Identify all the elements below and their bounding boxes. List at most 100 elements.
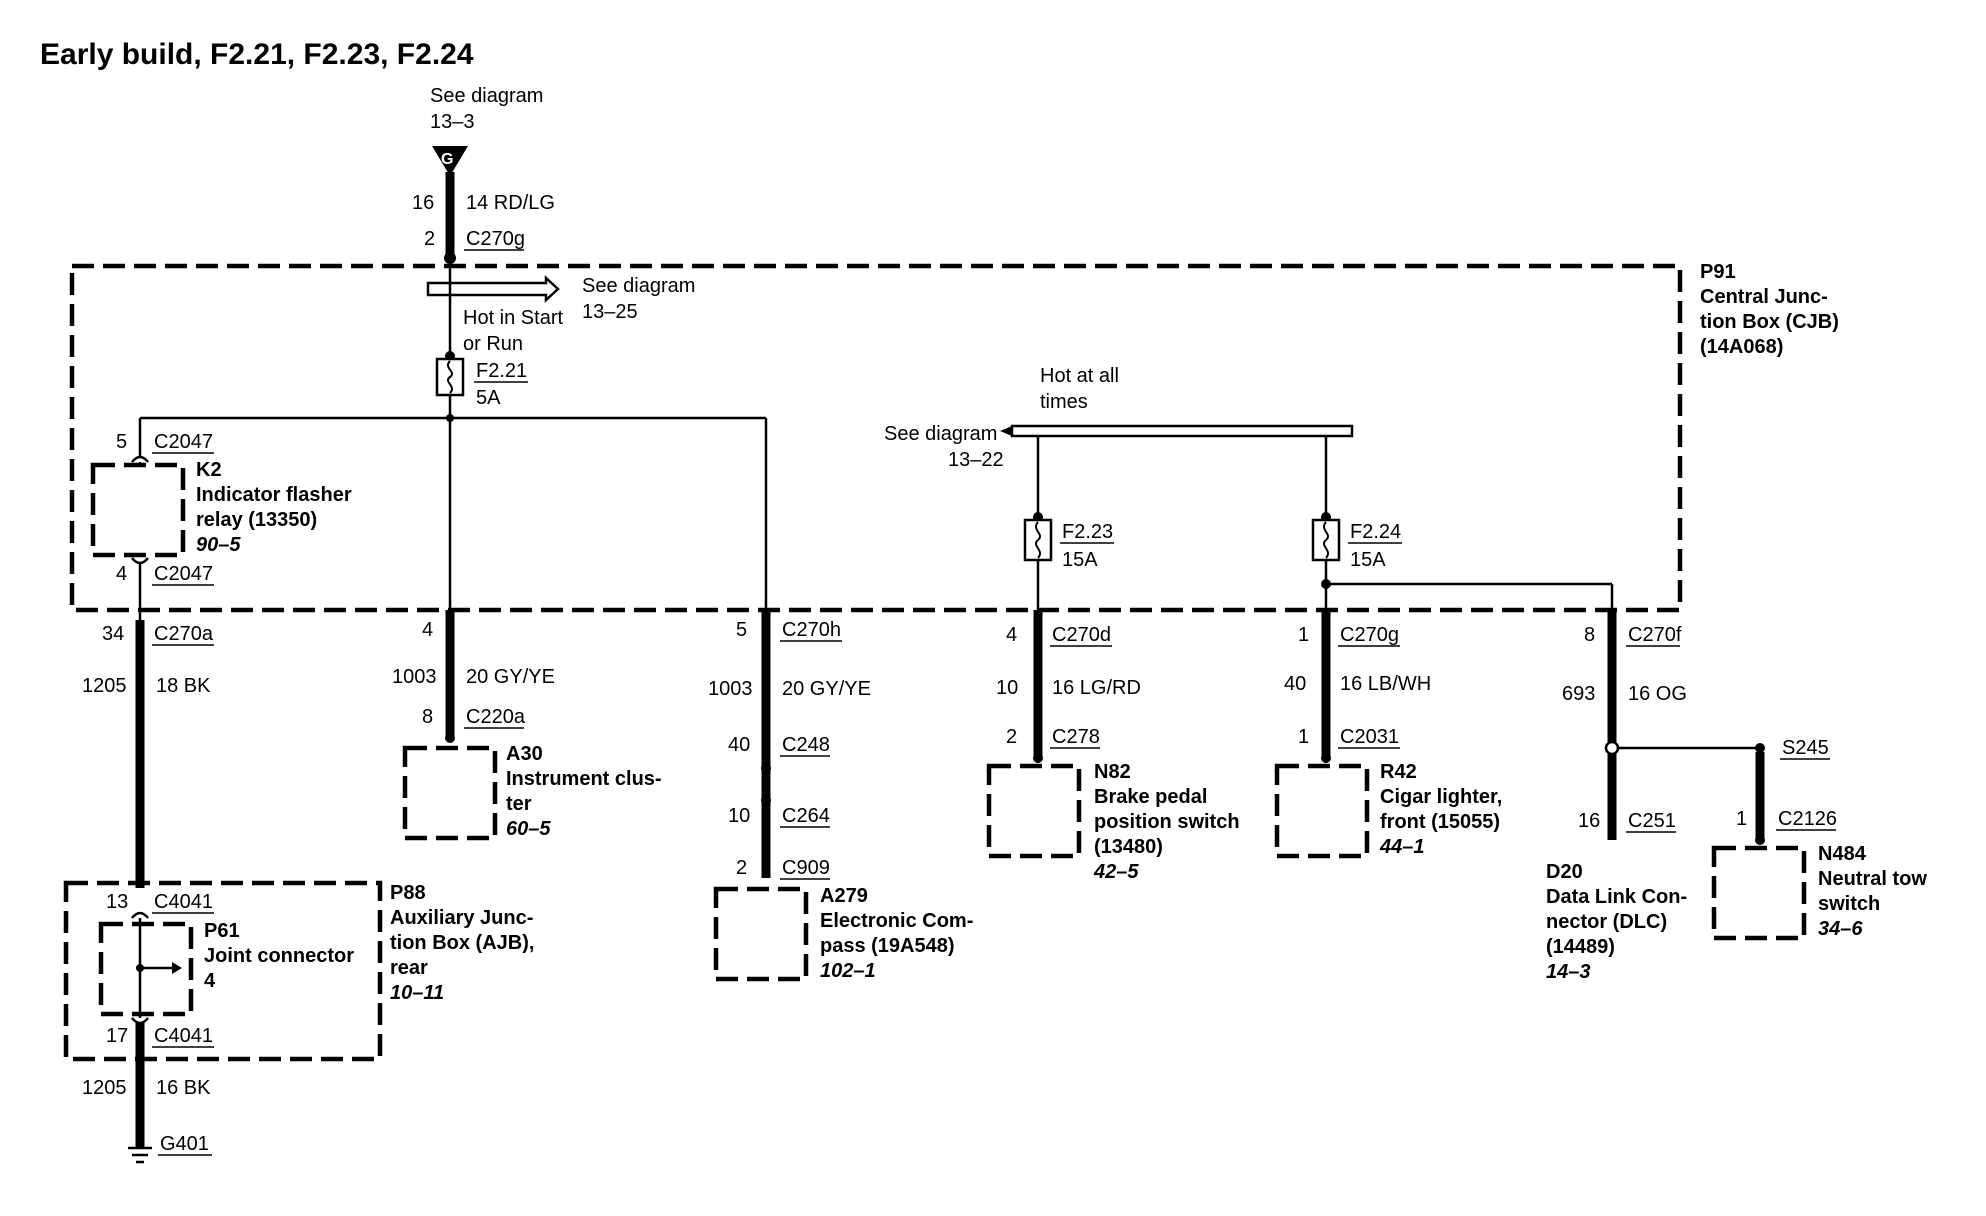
a279-pin-top: 5 [736,619,747,641]
cjb-part: (14A068) [1700,336,1783,358]
a279-pin-c264: 10 [728,805,750,827]
r42-ref: 44–1 [1379,836,1425,858]
wire-14-rd-lg-label: 14 RD/LG [466,192,555,214]
bus-hot-all-times [1010,424,1354,438]
k2-conn-bot: C2047 [154,563,213,585]
see-diagram-top: See diagram [430,85,543,107]
r42-name-1: Cigar lighter, [1380,786,1502,808]
a30-name-1: Instrument clus- [506,768,662,790]
n484-pin: 1 [1736,808,1747,830]
fuse-f2-24-rating: 15A [1350,549,1386,571]
a279-conn-c248: C248 [782,734,830,756]
a279-conn-c909: C909 [782,857,830,879]
d20-wire: 16 OG [1628,683,1687,705]
r42-cigar-lighter [1274,763,1370,859]
n484-ref: 34–6 [1818,918,1863,940]
p88-pin-13: 13 [106,891,128,913]
n82-name-2: position switch [1094,811,1240,833]
n82-brake-pedal-switch [986,763,1082,859]
ground-wire: 16 BK [156,1077,211,1099]
see-diagram-13-25: See diagram [582,275,695,297]
d20-pin-top: 8 [1584,624,1595,646]
hot-start-run-2: or Run [463,333,523,355]
a279-name-1: Electronic Com- [820,910,973,932]
d20-conn: C251 [1628,810,1676,832]
k2-ref: 90–5 [196,534,241,556]
pin-2-label: 2 [424,228,435,250]
n82-name-1: Brake pedal [1094,786,1207,808]
a279-electronic-compass [713,886,809,982]
a279-ref: 102–1 [820,960,876,982]
k2-name-1: Indicator flasher [196,484,352,506]
n82-pin: 2 [1006,726,1017,748]
d20-name-2: nector (DLC) [1546,911,1667,933]
a30-wire: 20 GY/YE [466,666,555,688]
p88-name-3: rear [390,957,428,979]
a30-id: A30 [506,743,543,765]
cjb-name-1: Central Junc- [1700,286,1828,308]
p88-conn-bot: C4041 [154,1025,213,1047]
p88-name-1: Auxiliary Junc- [390,907,533,929]
a279-name-2: pass (19A548) [820,935,955,957]
n484-conn: C2126 [1778,808,1837,830]
k2-relay-box [90,462,186,558]
r42-wire: 16 LB/WH [1340,673,1431,695]
a30-pin-top: 4 [422,619,433,641]
see-diagram-13-25-ref: 13–25 [582,301,638,323]
n82-ref: 42–5 [1093,861,1139,883]
n82-conn-top: C270d [1052,624,1111,646]
hot-all-times-1: Hot at all [1040,365,1119,387]
s245-id: S245 [1782,737,1829,759]
k2-name-2: relay (13350) [196,509,317,531]
cjb-id: P91 [1700,261,1736,283]
p88-name-2: tion Box (AJB), [390,932,534,954]
cjb-outline [69,263,1683,613]
d20-conn-top: C270f [1628,624,1682,646]
pin-34: 34 [102,623,124,645]
a30-circuit: 1003 [392,666,437,688]
see-diagram-13-22: See diagram [884,423,997,445]
n82-conn: C278 [1052,726,1100,748]
a279-pin-c248: 40 [728,734,750,756]
n484-name-2: switch [1818,893,1880,915]
hot-all-times-2: times [1040,391,1088,413]
n484-name-1: Neutral tow [1818,868,1927,890]
wire-18-bk: 18 BK [156,675,211,697]
p61-id: P61 [204,920,240,942]
n484-id: N484 [1818,843,1867,865]
r42-pin-top: 1 [1298,624,1309,646]
a279-conn-top: C270h [782,619,841,641]
fuse-f2-23-rating: 15A [1062,549,1098,571]
p88-pin-17: 17 [106,1025,128,1047]
d20-name-1: Data Link Con- [1546,886,1687,908]
a279-id: A279 [820,885,868,907]
power-source-g-label: G [441,151,453,168]
splice-s245 [1604,740,1620,756]
d20-pin: 16 [1578,810,1600,832]
fuse-f2-23-id: F2.23 [1062,521,1113,543]
r42-conn-top: C270g [1340,624,1399,646]
p88-conn-top: C4041 [154,891,213,913]
connector-c270g-top [444,252,456,264]
n82-pin-top: 4 [1006,624,1017,646]
diagram-title: Early build, F2.21, F2.23, F2.24 [40,38,474,71]
r42-conn: C2031 [1340,726,1399,748]
n82-id: N82 [1094,761,1131,783]
hot-start-run-1: Hot in Start [463,307,563,329]
k2-pin-top: 5 [116,431,127,453]
r42-circuit: 40 [1284,673,1306,695]
ground-g401: G401 [160,1133,209,1155]
d20-circuit: 693 [1562,683,1595,705]
a279-circuit: 1003 [708,678,753,700]
a279-conn-c264: C264 [782,805,830,827]
a30-pin: 8 [422,706,433,728]
ground-icon [128,1146,152,1164]
k2-pin-bot: 4 [116,563,127,585]
a30-conn: C220a [466,706,526,728]
p88-ref: 10–11 [390,982,444,1004]
fuse-f2-21-rating: 5A [476,387,501,409]
r42-id: R42 [1380,761,1417,783]
see-diagram-13-25-arrow [426,275,560,303]
power-source-g-symbol [432,146,468,176]
